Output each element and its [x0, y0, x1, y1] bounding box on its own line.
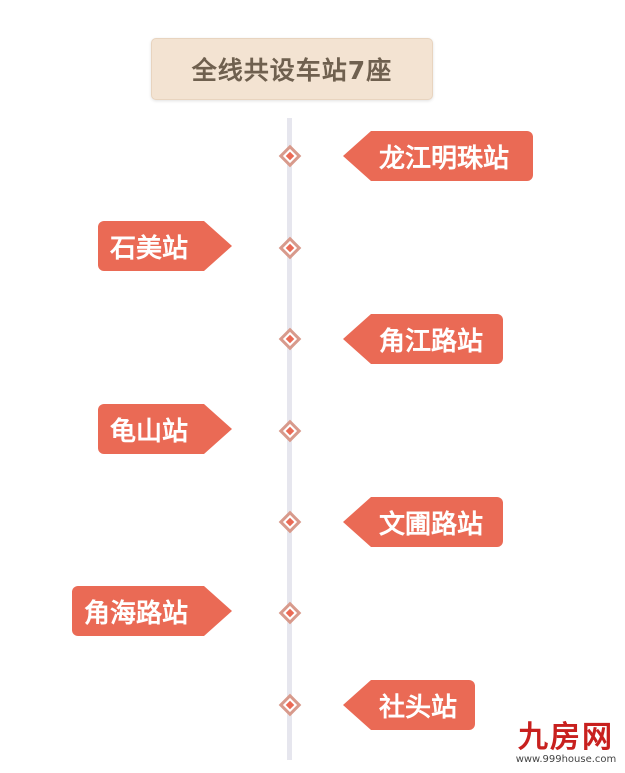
station-name: 石美站 — [110, 233, 189, 264]
timeline-node-diamond-icon — [278, 601, 302, 625]
timeline-node-diamond-icon — [278, 510, 302, 534]
station-name: 龟山站 — [110, 416, 189, 447]
station-tag-5: 文圃路站 — [343, 497, 503, 547]
station-tag-4: 龟山站 — [98, 404, 232, 454]
station-tag-1: 龙江明珠站 — [343, 131, 533, 181]
watermark: 九房网 www.999house.com — [510, 722, 622, 766]
timeline-node-diamond-icon — [278, 419, 302, 443]
station-tag-6: 角海路站 — [72, 586, 232, 636]
timeline-node-diamond-icon — [278, 327, 302, 351]
station-name: 角海路站 — [84, 598, 189, 629]
station-name: 龙江明珠站 — [379, 143, 510, 174]
station-tag-7: 社头站 — [343, 680, 475, 730]
timeline-node-diamond-icon — [278, 236, 302, 260]
station-tag-2: 石美站 — [98, 221, 232, 271]
timeline-node-diamond-icon — [278, 144, 302, 168]
station-name: 角江路站 — [379, 326, 484, 357]
watermark-logo: 九房网 — [518, 720, 614, 755]
title-box: 全线共设车站7座 — [151, 38, 433, 100]
station-tag-3: 角江路站 — [343, 314, 503, 364]
timeline-node-diamond-icon — [278, 693, 302, 717]
diagram-title: 全线共设车站7座 — [191, 56, 393, 85]
watermark-url: www.999house.com — [515, 754, 617, 765]
station-name: 社头站 — [379, 692, 458, 723]
station-name: 文圃路站 — [379, 509, 484, 540]
